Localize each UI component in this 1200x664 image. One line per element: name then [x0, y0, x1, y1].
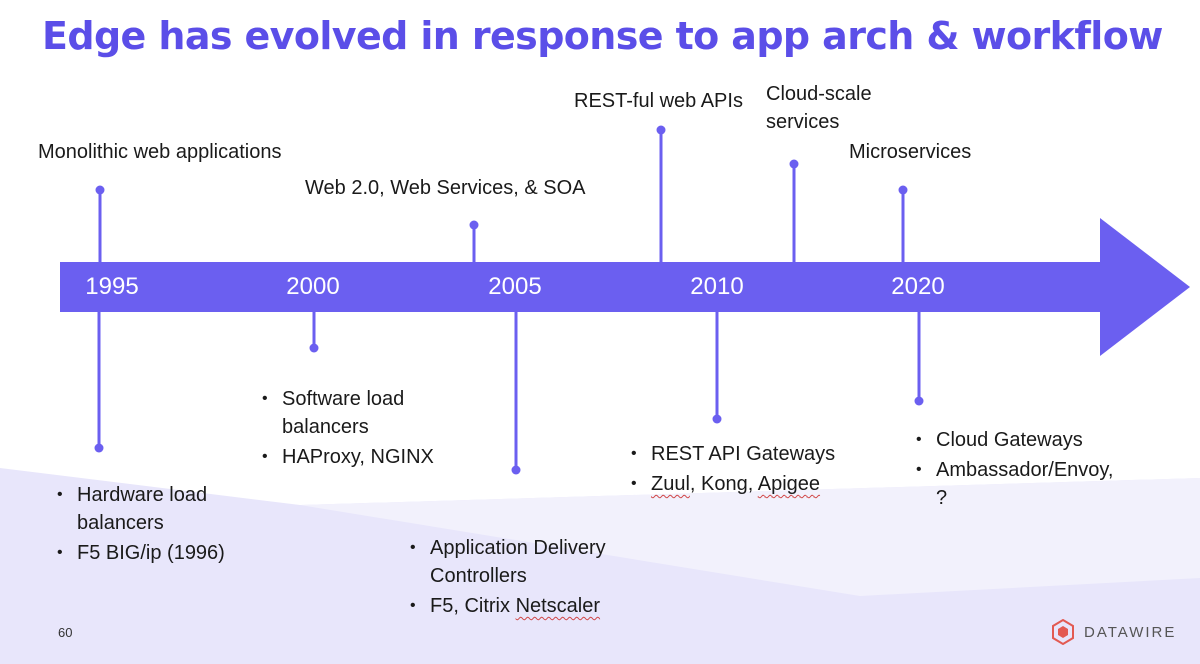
- bullet-list-2005: Application Delivery Controllers F5, Cit…: [410, 534, 606, 622]
- bullet-list-1995: Hardware load balancers F5 BIG/ip (1996): [57, 481, 225, 569]
- list-item: Software load balancers: [262, 385, 434, 441]
- list-item-text: , Kong,: [689, 473, 758, 495]
- bullet-list-2010: REST API Gateways Zuul, Kong, Apigee: [631, 440, 835, 500]
- year-label: 2000: [286, 273, 340, 300]
- list-item-text-flagged: Apigee: [757, 473, 821, 495]
- era-label-microservices: Microservices: [849, 141, 972, 163]
- bullet-list-2020: Cloud Gateways Ambassador/Envoy, ?: [916, 426, 1114, 514]
- milestone-dot-above: [898, 185, 908, 195]
- milestone-dot-above: [95, 185, 105, 195]
- era-label-cloud-scale: Cloud-scale services: [766, 80, 872, 136]
- list-item: F5, Citrix Netscaler: [410, 592, 606, 620]
- list-item: Hardware load balancers: [57, 481, 225, 537]
- year-label: 2005: [488, 273, 542, 300]
- list-item-line: balancers: [77, 512, 164, 534]
- milestone-dot-above: [789, 159, 799, 169]
- year-label: 1995: [85, 273, 139, 300]
- list-item: Cloud Gateways: [916, 426, 1114, 454]
- list-item-text-flagged: Zuul: [651, 473, 690, 495]
- era-label-line: services: [766, 111, 840, 133]
- milestone-dot-below: [914, 396, 924, 406]
- year-label: 2020: [891, 273, 945, 300]
- slide-title: Edge has evolved in response to app arch…: [42, 14, 1163, 58]
- list-item: HAProxy, NGINX: [262, 443, 434, 471]
- brand-name: DATAWIRE: [1084, 623, 1177, 641]
- list-item-text-flagged: Netscaler: [515, 595, 601, 617]
- era-label-web2: Web 2.0, Web Services, & SOA: [305, 177, 586, 199]
- list-item: Application Delivery Controllers: [410, 534, 606, 590]
- list-item-text: F5, Citrix: [430, 595, 516, 617]
- milestone-dot-above: [469, 220, 479, 230]
- list-item-line: ?: [936, 487, 948, 509]
- brand-logo: DATAWIRE: [1050, 619, 1176, 645]
- year-label: 2010: [690, 273, 744, 300]
- bullet-list-2000: Software load balancers HAProxy, NGINX: [262, 385, 434, 473]
- list-item: Ambassador/Envoy, ?: [916, 456, 1114, 512]
- list-item: F5 BIG/ip (1996): [57, 539, 225, 567]
- list-item-line: Hardware load: [77, 484, 208, 506]
- era-label-rest: REST-ful web APIs: [574, 90, 743, 112]
- timeline-arrowhead: [1100, 218, 1190, 356]
- milestone-dot-below: [309, 343, 319, 353]
- list-item-line: Controllers: [430, 565, 527, 587]
- list-item-line: Ambassador/Envoy,: [936, 459, 1114, 481]
- milestone-dot-below: [511, 465, 521, 475]
- list-item-line: Application Delivery: [430, 537, 606, 559]
- milestone-dot-below: [94, 443, 104, 453]
- page-number: 60: [58, 625, 73, 640]
- era-label-monolithic: Monolithic web applications: [38, 141, 282, 163]
- list-item-line: balancers: [282, 416, 369, 438]
- timeline-bar: [60, 262, 1105, 312]
- milestone-dot-below: [712, 414, 722, 424]
- list-item: Zuul, Kong, Apigee: [631, 470, 835, 498]
- milestone-dot-above: [656, 125, 666, 135]
- list-item-line: Software load: [282, 388, 405, 410]
- datawire-logo-icon: [1052, 619, 1074, 645]
- era-label-line: Cloud-scale: [766, 83, 872, 105]
- list-item: REST API Gateways: [631, 440, 835, 468]
